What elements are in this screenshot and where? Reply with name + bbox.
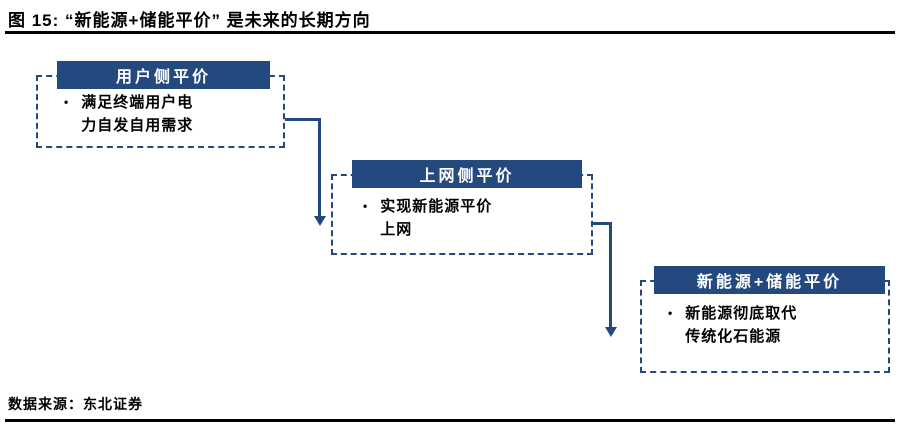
step-3-bullet-item: • 新能源彻底取代传统化石能源: [668, 302, 797, 348]
bullet-icon: •: [64, 95, 70, 109]
connector-2-vertical-line: [609, 222, 612, 328]
step-2-bullet-text: 实现新能源平价上网: [380, 198, 493, 238]
connector-1-horizontal-line: [285, 118, 321, 121]
step-2-bullet-item: • 实现新能源平价上网: [363, 195, 492, 241]
bullet-icon: •: [668, 306, 674, 320]
step-3-header: 新能源+储能平价: [654, 266, 885, 294]
arrow-down-icon: [605, 327, 617, 337]
step-3-box: [640, 280, 890, 373]
arrow-down-icon: [314, 216, 326, 226]
data-source-label: 数据来源：东北证券: [8, 396, 143, 412]
bullet-icon: •: [363, 199, 369, 213]
step-1-bullet-text: 满足终端用户电力自发自用需求: [81, 94, 194, 134]
bottom-divider-rule: [5, 419, 895, 422]
step-2-header: 上网侧平价: [352, 160, 582, 188]
title-divider-rule: [5, 31, 895, 34]
step-1-header: 用户侧平价: [57, 61, 270, 89]
connector-2-horizontal-line: [592, 222, 612, 225]
step-1-bullet-item: • 满足终端用户电力自发自用需求: [64, 91, 193, 137]
step-3-bullet-text: 新能源彻底取代传统化石能源: [685, 305, 798, 345]
figure-title: 图 15: “新能源+储能平价” 是未来的长期方向: [8, 11, 371, 30]
connector-1-vertical-line: [318, 118, 321, 217]
